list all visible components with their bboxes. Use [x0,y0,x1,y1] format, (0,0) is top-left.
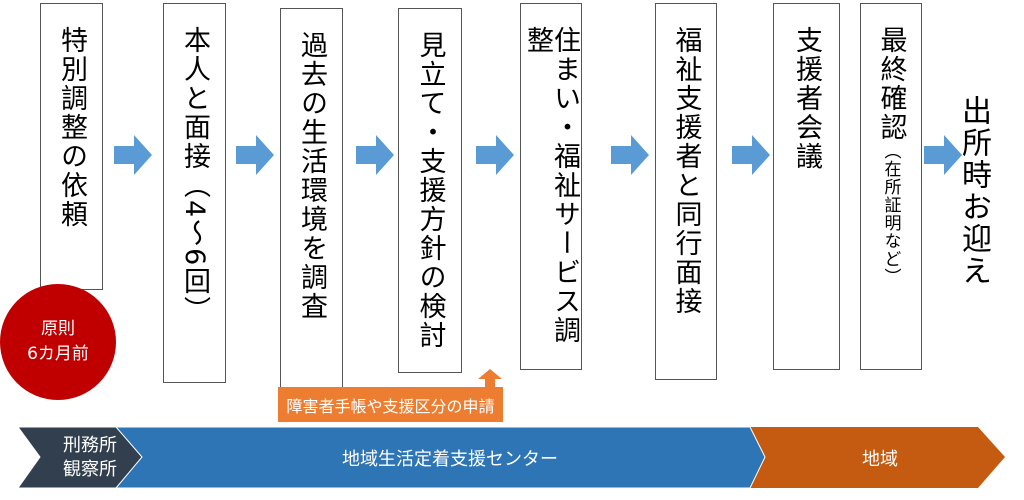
step-housing-welfare: 住まい・福祉サービス調整 [520,3,582,370]
phase-community: 地域 [770,427,990,488]
arrow-right-icon [236,135,274,175]
final-label: 出所時お迎え [956,95,991,287]
step-label-wrap: 本人と面接（4～6回） [179,26,210,382]
arrow-right-icon [114,135,152,175]
final-step: 出所時お迎え [956,95,991,291]
step-assessment: 見立て・支援方針の検討 [398,8,462,373]
arrow-right-icon [356,135,394,175]
step-interview: 本人と面接（4～6回） [163,3,226,383]
arrow-up-icon [478,369,502,388]
phase-community-shape [748,427,1005,488]
phase-prison-shape [18,427,143,488]
step-label: 支援者会議 [791,26,822,171]
phase-community-label: 地域 [862,448,898,470]
step-label: 最終確認 [875,26,907,142]
step-label: 福祉支援者と同行面接 [670,26,702,316]
phase-prison-line1: 刑務所 [63,435,117,457]
phase-center-label: 地域生活定着支援センター [342,448,558,470]
badge-line1: 原則 [41,318,75,339]
application-note-label: 障害者手帳や支援区分の申請 [286,396,495,416]
step-special-adjustment-request: 特別調整の依頼 [40,3,103,290]
application-note: 障害者手帳や支援区分の申請 [278,387,503,422]
phase-prison-line2: 観察所 [63,458,117,480]
phase-prison: 刑務所観察所 [50,427,130,488]
phase-band [18,427,1005,488]
badge-line2: 6カ月前 [27,344,89,364]
timing-badge: 原則 6カ月前 [0,284,116,400]
arrow-right-icon [924,135,962,175]
step-environment-survey: 過去の生活環境を調査 [280,8,343,390]
step-label: 見立て・支援方針の検討 [414,31,446,350]
step-note: （4～6回） [179,171,210,326]
step-accompanied-interview: 福祉支援者と同行面接 [655,3,717,380]
step-label: 特別調整の依頼 [56,26,87,229]
arrow-right-icon [476,135,514,175]
arrow-right-icon [732,135,770,175]
step-note: （在所証明など） [880,142,901,286]
step-label: 本人と面接 [179,26,210,171]
step-final-check: 最終確認（在所証明など） [860,3,922,370]
step-label: 過去の生活環境を調査 [296,31,327,321]
arrow-right-icon [611,135,649,175]
step-support-meeting: 支援者会議 [773,3,840,370]
step-label: 住まい・福祉サービス調整 [522,26,580,345]
step-label-wrap: 最終確認（在所証明など） [875,26,907,369]
phase-center: 地域生活定着支援センター [140,427,760,488]
